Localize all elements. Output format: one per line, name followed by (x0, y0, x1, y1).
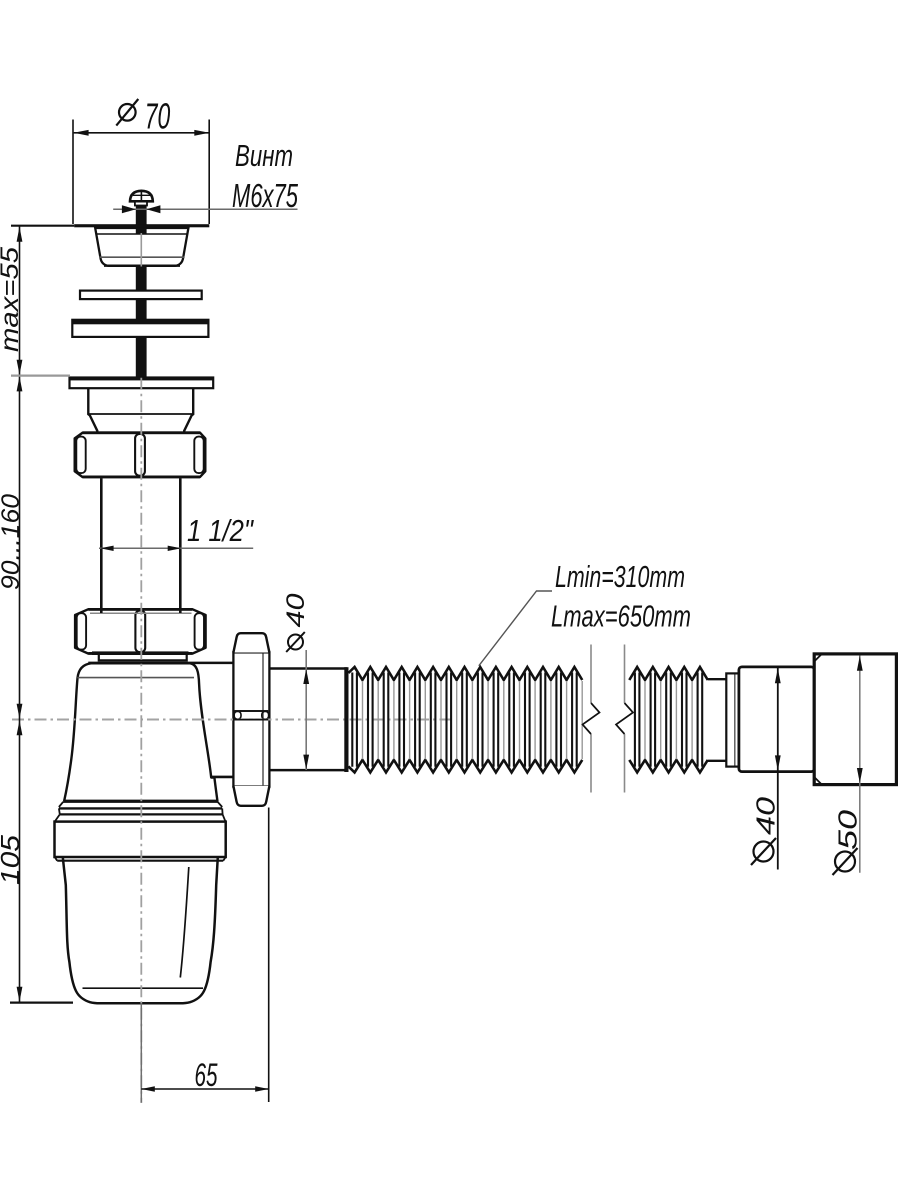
svg-text:90...160: 90...160 (0, 494, 25, 590)
svg-text:105: 105 (0, 834, 25, 885)
svg-text:Lmax=650mm: Lmax=650mm (551, 599, 691, 634)
svg-text:65: 65 (195, 1057, 218, 1093)
svg-text:40: 40 (751, 796, 781, 835)
svg-text:max=55: max=55 (0, 247, 24, 352)
svg-text:М6х75: М6х75 (232, 177, 298, 214)
svg-text:1 1/2": 1 1/2" (187, 513, 255, 548)
svg-text:70: 70 (145, 96, 171, 137)
svg-text:Винт: Винт (235, 138, 293, 173)
svg-text:Lmin=310mm: Lmin=310mm (555, 559, 685, 594)
svg-text:50: 50 (833, 809, 863, 850)
svg-text:40: 40 (282, 593, 310, 627)
